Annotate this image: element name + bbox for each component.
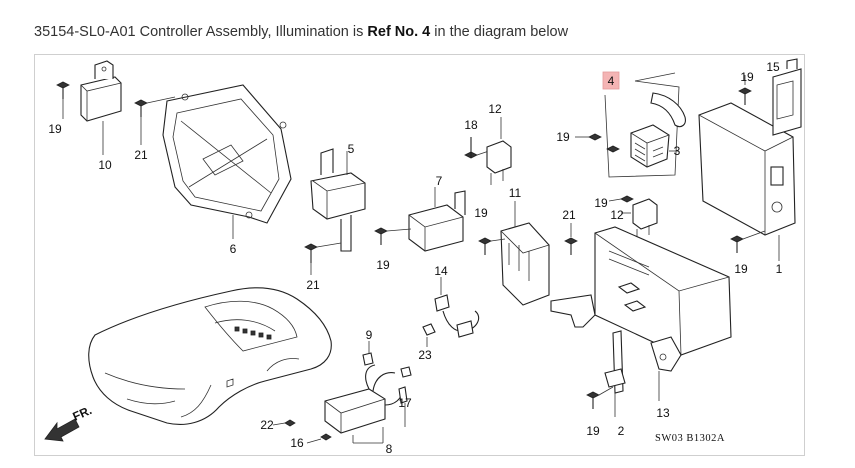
ref-4-highlight [602, 71, 620, 90]
callout-11: 11 [509, 186, 522, 200]
part-17-grommet [398, 386, 408, 427]
callout-15: 15 [766, 60, 780, 74]
callout-17: 17 [398, 396, 412, 410]
callout-2: 2 [618, 424, 625, 438]
callout-16: 16 [290, 436, 304, 450]
part-12-relay-a [486, 117, 512, 185]
caption-suffix: in the diagram below [430, 24, 569, 40]
callout-18: 18 [464, 118, 478, 132]
part-9-clip [362, 341, 374, 366]
part-19-screw-b [374, 227, 412, 245]
part-19-screw-h [608, 195, 634, 203]
part-7-unit [408, 187, 466, 252]
callout-19-mid: 19 [474, 206, 488, 220]
part-3-controller-illumination [630, 124, 679, 168]
callout-9: 9 [366, 328, 373, 342]
callout-7: 7 [436, 174, 443, 188]
part-19-screw-d [575, 133, 602, 141]
part-19-screw-c [478, 237, 506, 255]
page-caption: 35154-SL0-A01 Controller Assembly, Illum… [34, 24, 568, 40]
part-21-screw-b [564, 223, 578, 255]
callout-19-right-low: 19 [734, 262, 748, 276]
callout-21-right: 21 [562, 208, 576, 222]
callout-19-left-mid: 19 [376, 258, 390, 272]
part-5-unit [310, 148, 366, 252]
part-19-screw-i [586, 386, 614, 409]
part-1-unit [698, 102, 796, 261]
diagram-drawing: FR. [44, 58, 802, 455]
callout-10: 10 [98, 158, 112, 172]
callout-19-bottom: 19 [586, 424, 600, 438]
callout-4: 4 [608, 74, 615, 88]
caption-ref-number: Ref No. 4 [367, 24, 431, 40]
callout-5: 5 [348, 142, 355, 156]
car-silhouette [88, 287, 332, 425]
callout-20: 21 [306, 278, 320, 292]
caption-part-text: 35154-SL0-A01 Controller Assembly, Illum… [34, 24, 368, 40]
part-19-screw-g [730, 230, 766, 253]
part-13-bracket [550, 226, 732, 417]
part-6-housing [162, 84, 292, 239]
front-direction-arrow: FR. [44, 403, 94, 442]
part-23-clip [422, 323, 436, 347]
part-18-screw [464, 137, 490, 159]
part-22-screw [272, 419, 296, 427]
part-19-screw-e [606, 145, 620, 153]
callout-13: 13 [656, 406, 670, 420]
callout-3: 3 [674, 144, 681, 158]
diagram-code: SW03 B1302A [655, 433, 725, 444]
callout-14: 14 [434, 264, 448, 278]
callout-8: 8 [386, 442, 393, 455]
part-14-connector [434, 277, 480, 338]
callout-23: 23 [418, 348, 432, 362]
part-10-unit [80, 60, 122, 155]
part-21-screw-a [134, 96, 176, 145]
part-11-bracket [500, 201, 550, 306]
callout-12-lower: 12 [610, 208, 624, 222]
callout-1: 1 [776, 262, 783, 276]
callout-19-top-left: 19 [48, 122, 62, 136]
part-4-clip [650, 92, 686, 128]
part-16-screw [306, 433, 332, 444]
callout-6: 6 [230, 242, 237, 256]
callout-12-upper: 12 [488, 102, 502, 116]
callout-19-ref4: 19 [556, 130, 570, 144]
callout-19-top-right: 19 [740, 70, 754, 84]
part-20-screw [304, 242, 342, 275]
parts-diagram: FR. [34, 54, 805, 456]
front-label: FR. [71, 403, 94, 424]
callout-22: 22 [260, 418, 274, 432]
part-15-unit [772, 58, 802, 136]
callout-19-right-mid: 19 [594, 196, 608, 210]
callout-21-left: 21 [134, 148, 148, 162]
part-19-screw-a [56, 81, 70, 119]
part-19-screw-f [738, 75, 752, 105]
